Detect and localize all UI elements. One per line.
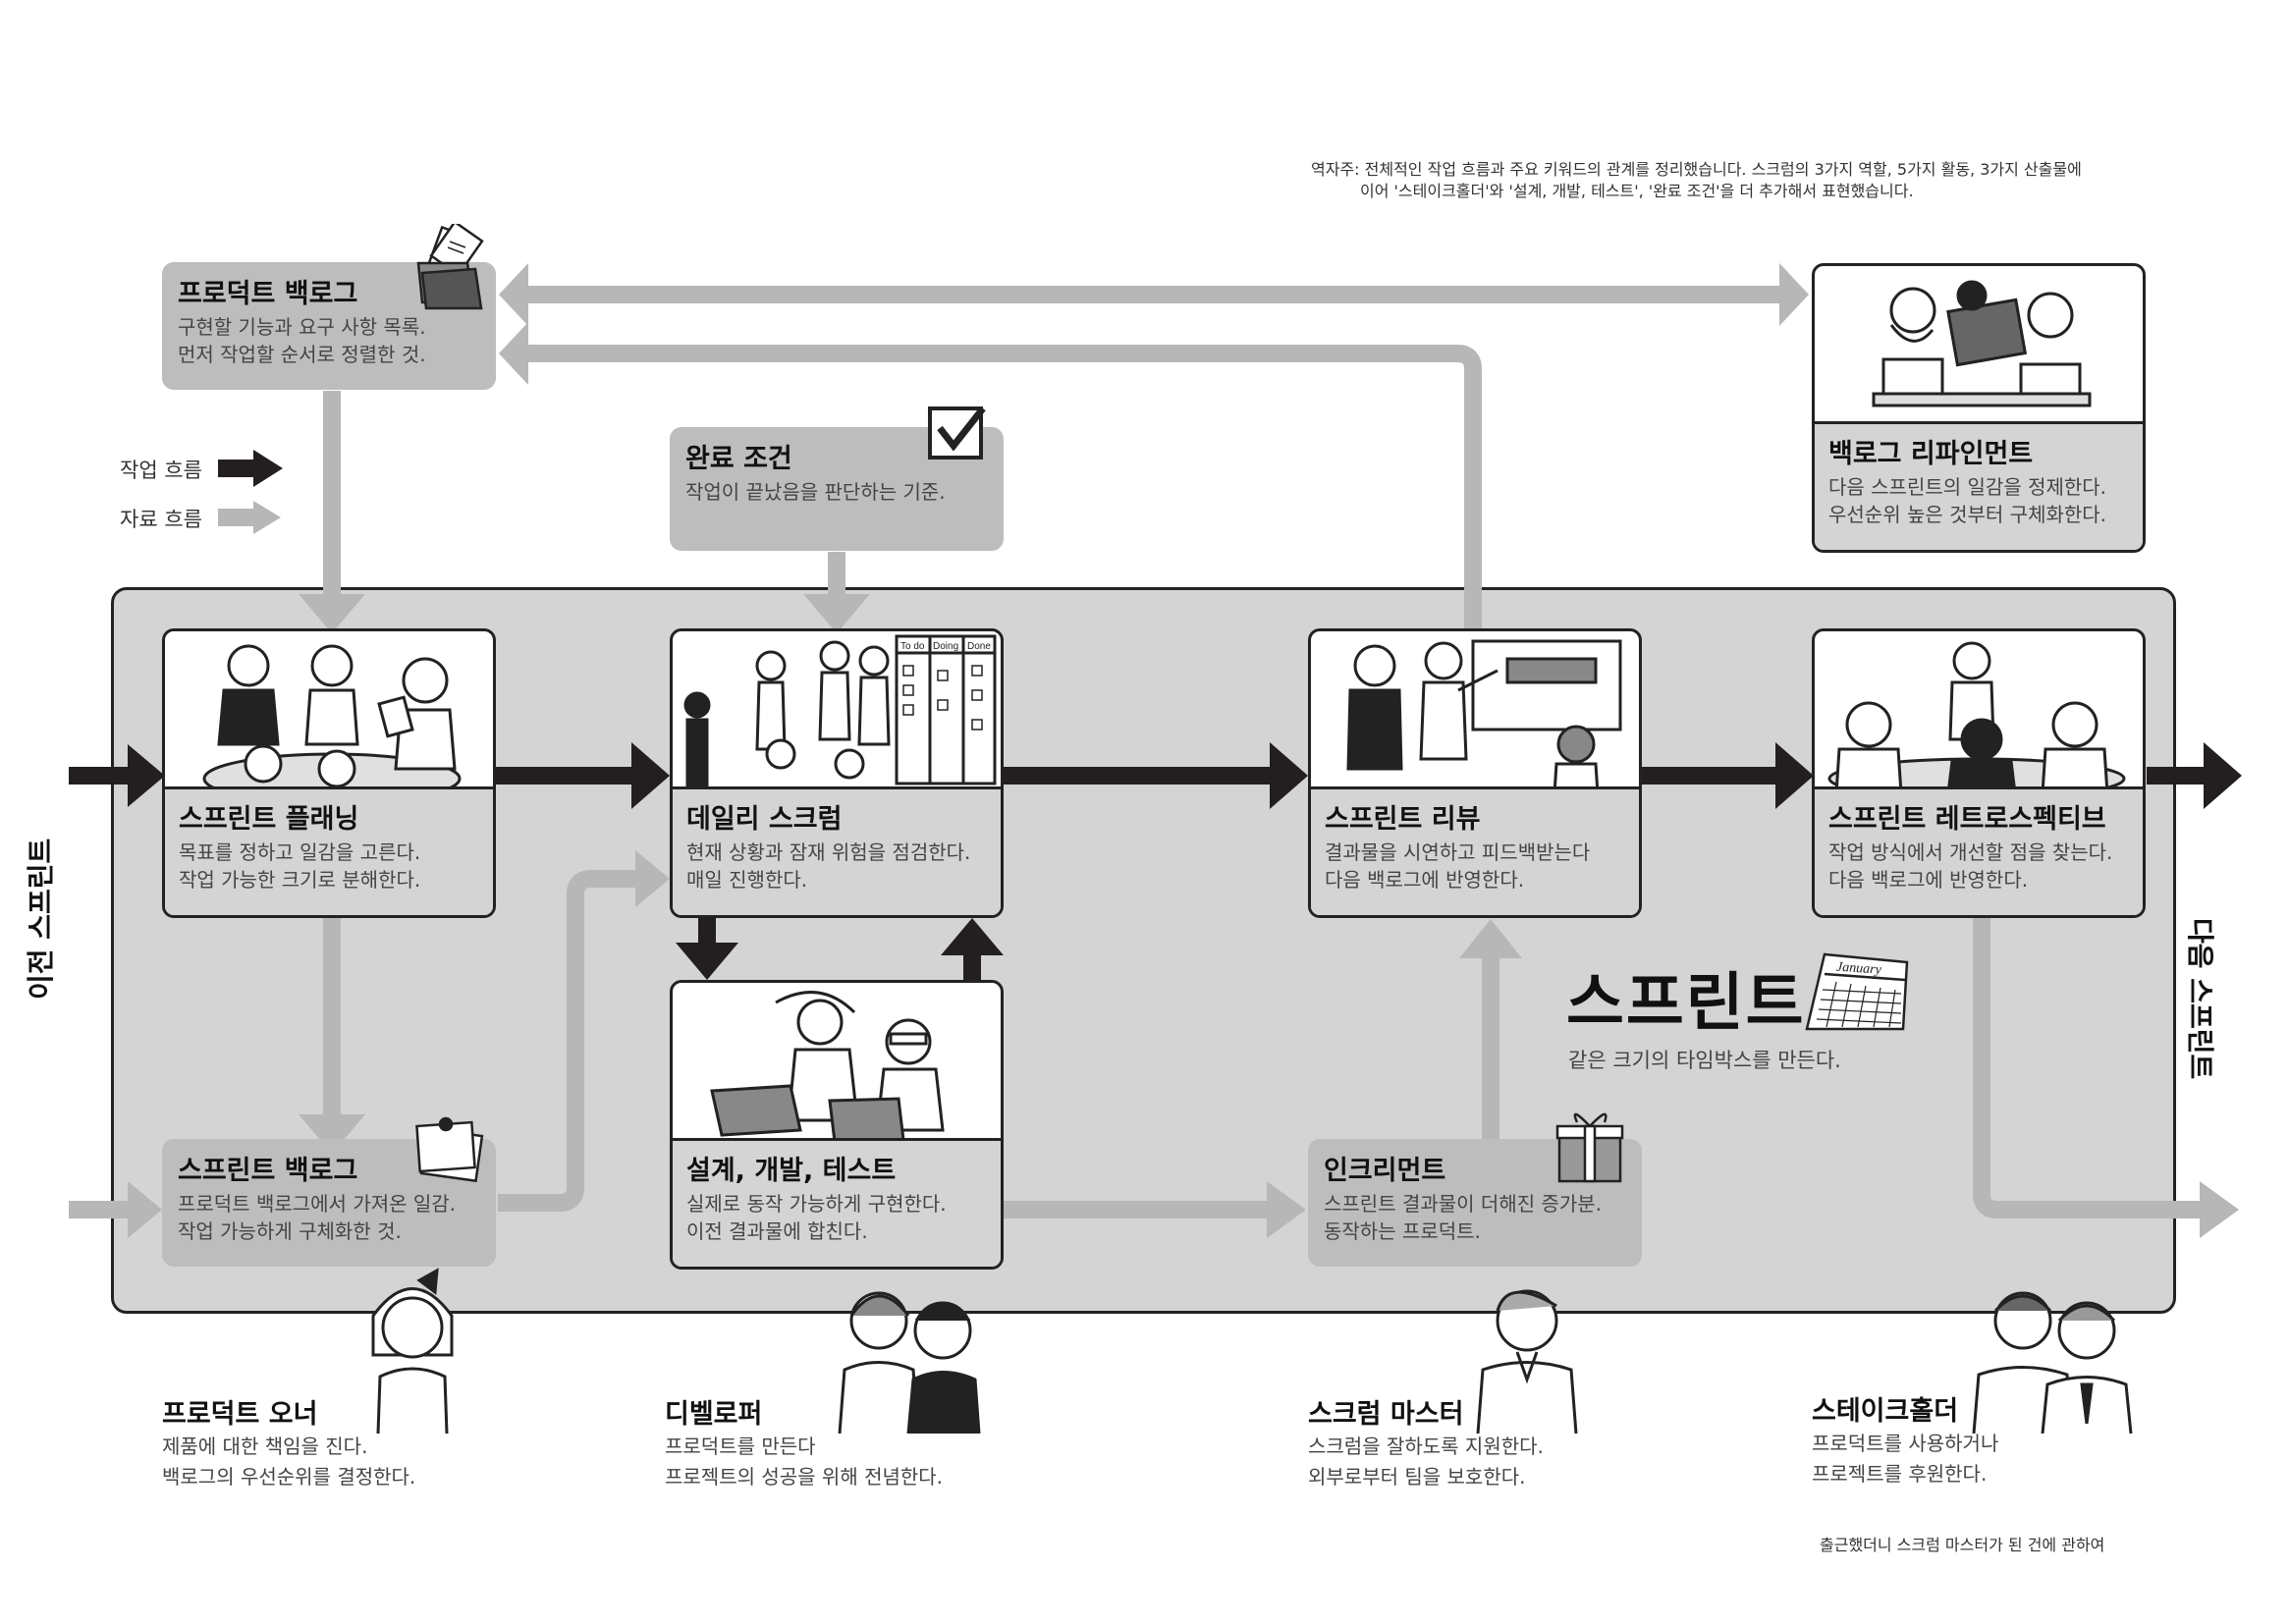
stakeholder-desc2: 프로젝트를 후원한다. — [1812, 1462, 1988, 1486]
developer-title: 디벨로퍼 — [665, 1399, 763, 1430]
translator-note-line1: 역자주: 전체적인 작업 흐름과 주요 키워드의 관계를 정리했습니다. 스크럼… — [1311, 160, 2082, 179]
next-sprint-label: 다음 스프린트 — [2184, 918, 2216, 1080]
data-flow-arrows — [69, 286, 2200, 1218]
work-flow-arrowheads — [128, 450, 2242, 980]
stakeholder-portrait — [1972, 1291, 2133, 1434]
gift-box-icon — [1555, 1112, 1624, 1183]
stakeholder-desc1: 프로덕트를 사용하거나 — [1812, 1432, 1999, 1455]
sprint-planning-title: 스프린트 플래닝 — [179, 804, 359, 835]
design-dev-test-box: 설계, 개발, 테스트 실제로 동작 가능하게 구현한다. 이전 결과물에 합친… — [670, 980, 1004, 1270]
sprint-backlog-desc1: 프로덕트 백로그에서 가져온 일감. — [178, 1192, 457, 1216]
product-owner-desc1: 제품에 대한 책임을 진다. — [162, 1435, 368, 1458]
developer-desc2: 프로젝트의 성공을 위해 전념한다. — [665, 1465, 944, 1489]
product-backlog-title: 프로덕트 백로그 — [178, 279, 358, 309]
footer-text: 출근했더니 스크럼 마스터가 된 건에 관하여 — [1820, 1536, 2105, 1554]
sprint-planning-box: 스프린트 플래닝 목표를 정하고 일감을 고른다. 작업 가능한 크기로 분해한… — [162, 628, 496, 918]
work-flow-arrows — [69, 460, 2205, 982]
data-arrow-review-to-backlog — [520, 345, 1482, 889]
done-criteria-title: 완료 조건 — [685, 444, 792, 474]
data-flow-arrowheads — [128, 263, 2239, 1238]
data-arrow-sprintbacklog-to-daily — [498, 870, 638, 1212]
translator-note-line2: 이어 '스테이크홀더'와 '설계, 개발, 테스트', '완료 조건'을 더 추… — [1360, 182, 1914, 200]
backlog-refinement-title: 백로그 리파인먼트 — [1828, 439, 2034, 469]
whiteboard-done: Done — [967, 641, 991, 652]
sprint-retrospective-desc1: 작업 방식에서 개선할 점을 찾는다. — [1828, 840, 2113, 864]
design-dev-test-desc1: 실제로 동작 가능하게 구현한다. — [686, 1192, 947, 1216]
developers-at-laptops-illustration — [710, 991, 945, 1144]
sprint-retrospective-box: 스프린트 레트로스펙티브 작업 방식에서 개선할 점을 찾는다. 다음 백로그에… — [1812, 628, 2146, 918]
design-dev-test-title: 설계, 개발, 테스트 — [686, 1156, 897, 1186]
sprint-review-desc1: 결과물을 시연하고 피드백받는다 — [1325, 840, 1591, 864]
daily-scrum-desc1: 현재 상황과 잠재 위험을 점검한다. — [686, 840, 971, 864]
whiteboard-doing: Doing — [933, 641, 958, 652]
daily-scrum-desc2: 매일 진행한다. — [686, 868, 808, 892]
sprint-backlog-title: 스프린트 백로그 — [178, 1156, 358, 1186]
product-backlog-desc1: 구현할 기능과 요구 사항 목록. — [178, 315, 426, 339]
developer-portrait — [838, 1291, 981, 1434]
scrum-master-desc1: 스크럼을 잘하도록 지원한다. — [1308, 1435, 1544, 1458]
backlog-refinement-desc1: 다음 스프린트의 일감을 정제한다. — [1828, 475, 2107, 499]
developer-desc1: 프로덕트를 만든다 — [665, 1435, 816, 1458]
planning-meeting-illustration — [202, 644, 462, 793]
legend-work-flow-label: 작업 흐름 — [120, 459, 202, 482]
calendar-month-label: January — [1835, 960, 1882, 978]
sprint-planning-desc2: 작업 가능한 크기로 분해한다. — [179, 868, 421, 892]
previous-sprint-label: 이전 스프린트 — [25, 838, 57, 1000]
calendar-icon: January — [1805, 952, 1909, 1031]
sprint-retrospective-desc2: 다음 백로그에 반영한다. — [1828, 868, 2029, 892]
checkbox-icon — [928, 406, 986, 460]
refinement-meeting-illustration — [1872, 280, 2092, 407]
documents-folder-icon — [416, 224, 484, 310]
done-criteria-desc1: 작업이 끝났음을 판단하는 기준. — [685, 480, 946, 504]
scrum-master-portrait — [1476, 1289, 1578, 1434]
sprint-backlog-desc2: 작업 가능하게 구체화한 것. — [178, 1219, 402, 1243]
daily-scrum-box: To do Doing Done 데일리 스크럼 현재 상황과 잠재 위험을 점… — [670, 628, 1004, 918]
whiteboard-todo: To do — [900, 641, 925, 652]
product-owner-title: 프로덕트 오너 — [162, 1399, 318, 1430]
retrospective-illustration — [1827, 641, 2126, 793]
increment-box: 인크리먼트 스프린트 결과물이 더해진 증가분. 동작하는 프로덕트. — [1308, 1139, 1642, 1267]
sprint-review-illustration — [1346, 639, 1622, 793]
increment-desc1: 스프린트 결과물이 더해진 증가분. — [1324, 1192, 1603, 1216]
daily-scrum-illustration: To do Doing Done — [683, 634, 997, 790]
data-arrow-retro-to-next — [1973, 918, 2200, 1218]
sprint-title: 스프린트 — [1566, 967, 1806, 1040]
scrum-master-title: 스크럼 마스터 — [1308, 1399, 1464, 1430]
increment-desc2: 동작하는 프로덕트. — [1324, 1219, 1481, 1243]
backlog-refinement-box: 백로그 리파인먼트 다음 스프린트의 일감을 정제한다. 우선순위 높은 것부터… — [1812, 263, 2146, 553]
sprint-desc: 같은 크기의 타임박스를 만든다. — [1568, 1049, 1841, 1072]
sticky-notes-icon — [415, 1116, 484, 1183]
scrum-master-desc2: 외부로부터 팀을 보호한다. — [1308, 1465, 1526, 1489]
backlog-refinement-desc2: 우선순위 높은 것부터 구체화한다. — [1828, 503, 2107, 526]
design-dev-test-desc2: 이전 결과물에 합친다. — [686, 1219, 868, 1243]
sprint-review-box: 스프린트 리뷰 결과물을 시연하고 피드백받는다 다음 백로그에 반영한다. — [1308, 628, 1642, 918]
sprint-planning-desc1: 목표를 정하고 일감을 고른다. — [179, 840, 421, 864]
legend-data-flow-label: 자료 흐름 — [120, 508, 202, 531]
product-owner-portrait — [371, 1268, 454, 1434]
sprint-retrospective-title: 스프린트 레트로스펙티브 — [1828, 804, 2106, 835]
sprint-review-desc2: 다음 백로그에 반영한다. — [1325, 868, 1525, 892]
stakeholder-title: 스테이크홀더 — [1812, 1396, 1959, 1427]
daily-scrum-title: 데일리 스크럼 — [686, 804, 843, 835]
increment-title: 인크리먼트 — [1324, 1156, 1446, 1186]
product-backlog-desc2: 먼저 작업할 순서로 정렬한 것. — [178, 343, 426, 366]
sprint-review-title: 스프린트 리뷰 — [1325, 804, 1481, 835]
product-owner-desc2: 백로그의 우선순위를 결정한다. — [162, 1465, 416, 1489]
